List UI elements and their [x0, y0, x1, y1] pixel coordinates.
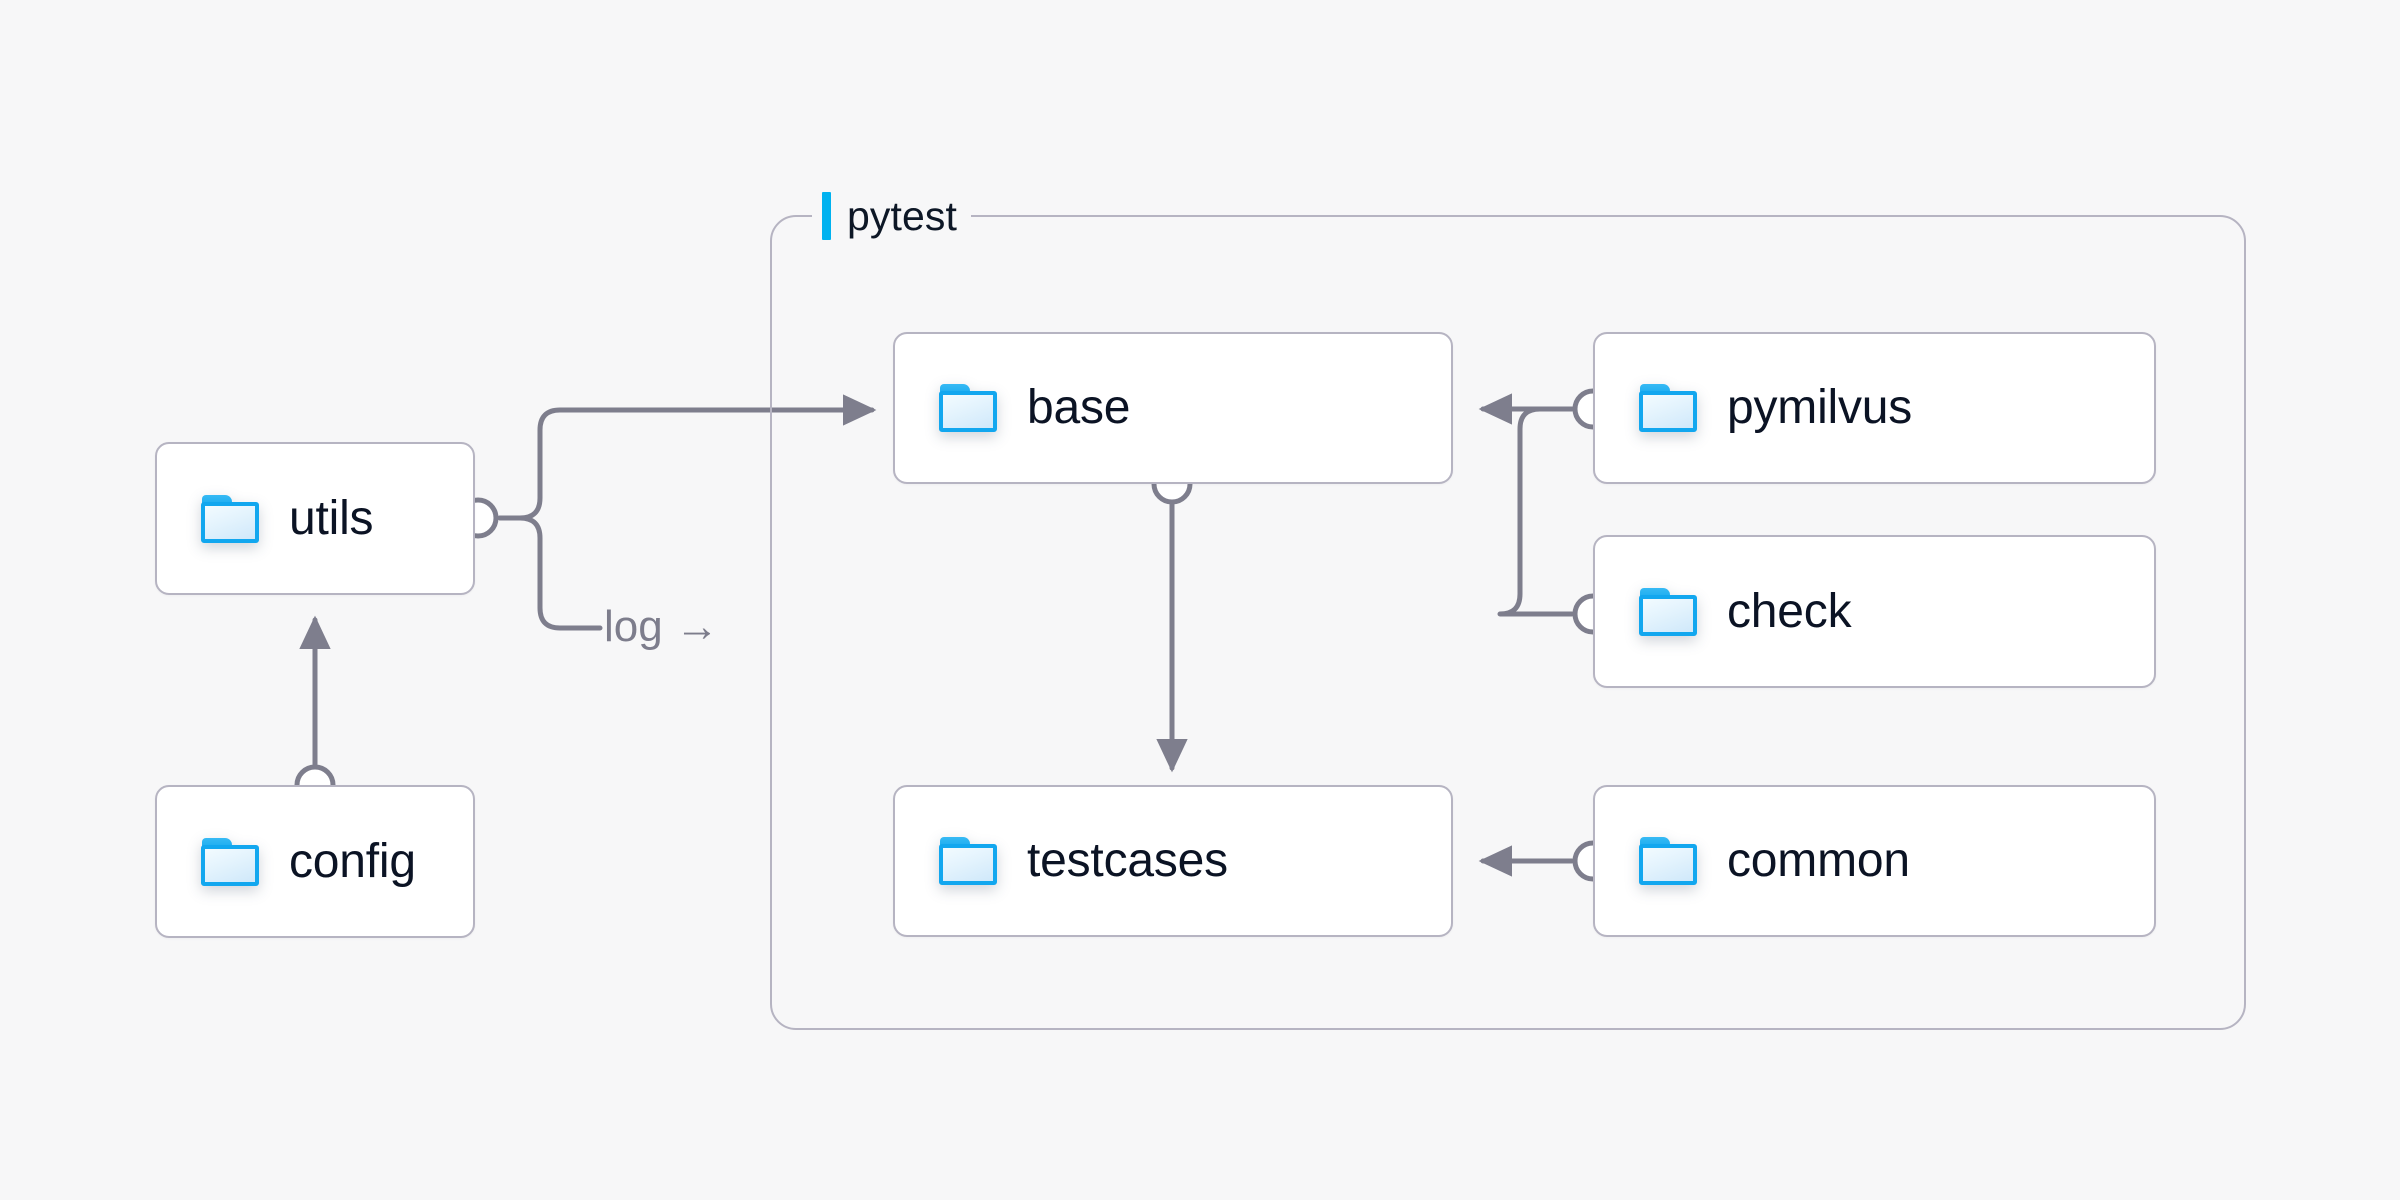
folder-icon [939, 384, 997, 432]
node-base[interactable]: base [893, 332, 1453, 484]
node-label-utils: utils [289, 491, 374, 545]
edge-label-log: log → [604, 605, 719, 649]
edge-label-log-text: log [604, 602, 663, 651]
folder-icon [1639, 837, 1697, 885]
node-label-config: config [289, 834, 416, 888]
node-label-check: check [1727, 584, 1852, 638]
node-label-base: base [1027, 381, 1131, 434]
node-label-testcases: testcases [1027, 834, 1228, 887]
folder-icon [939, 837, 997, 885]
pytest-group-box [770, 215, 2246, 1030]
edge-label-log-arrow: → [674, 602, 719, 651]
node-check[interactable]: check [1593, 535, 2156, 688]
node-label-pymilvus: pymilvus [1727, 381, 1913, 434]
node-pymilvus[interactable]: pymilvus [1593, 332, 2156, 484]
node-label-common: common [1727, 834, 1910, 887]
group-accent-bar [822, 192, 831, 240]
node-testcases[interactable]: testcases [893, 785, 1453, 937]
edge-pymilvus-to-base [1478, 393, 1575, 617]
folder-icon [1639, 384, 1697, 432]
folder-icon [201, 494, 259, 543]
folder-icon [1639, 587, 1697, 636]
edge-utils-to-log [497, 515, 603, 631]
node-common[interactable]: common [1593, 785, 2156, 937]
folder-icon [201, 837, 259, 886]
pytest-group-label: pytest [812, 188, 971, 244]
group-label-text: pytest [847, 192, 957, 239]
node-utils[interactable]: utils [155, 442, 475, 595]
node-config[interactable]: config [155, 785, 475, 938]
